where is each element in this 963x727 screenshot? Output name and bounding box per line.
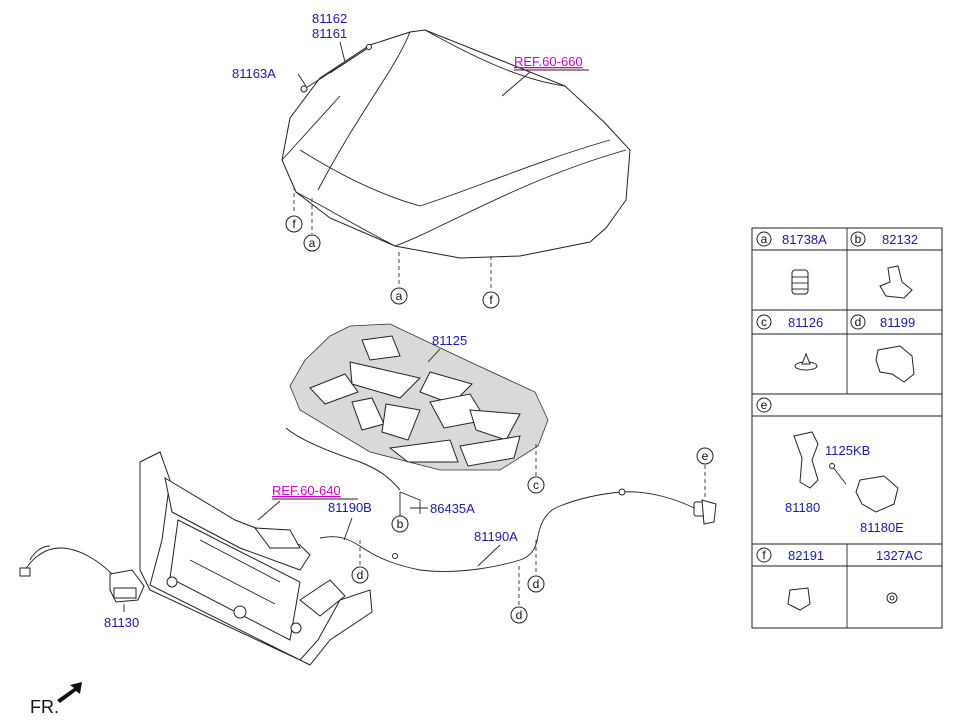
svg-text:d: d [533, 577, 540, 591]
marker-d1-circle[interactable]: d [351, 566, 369, 584]
legend-cell-1327AC[interactable]: 1327AC [876, 548, 923, 604]
marker-d3-circle[interactable]: d [510, 606, 528, 624]
svg-text:b: b [855, 232, 862, 246]
svg-text:c: c [533, 478, 539, 492]
legend-cell-d[interactable]: d 81199 [850, 314, 915, 383]
part-number-81125[interactable]: 81125 [432, 333, 467, 348]
stud-leader-line [297, 73, 307, 87]
svg-text:d: d [855, 315, 862, 329]
cable-holder-icon [875, 345, 915, 383]
legend-cell-c[interactable]: c 81126 [756, 314, 823, 371]
marker-d2-circle[interactable]: d [527, 575, 545, 593]
legend-part-81199: 81199 [880, 315, 915, 330]
cable-a-leader [477, 544, 501, 567]
marker-b-circle[interactable]: b [391, 515, 409, 533]
legend-part-1327AC: 1327AC [876, 548, 923, 563]
marker-e-circle[interactable]: e [696, 447, 714, 465]
legend-cell-a[interactable]: a 81738A [756, 231, 827, 295]
reference-carrier[interactable]: REF.60-640 [272, 483, 341, 498]
hood-lift-strut[interactable] [300, 44, 372, 93]
reference-carrier-leader [257, 500, 281, 521]
legend-part-81180E: 81180E [860, 520, 904, 535]
marker-f2-circle[interactable]: f [482, 291, 500, 309]
svg-text:f: f [489, 293, 493, 307]
fastener-legend-table [751, 227, 943, 629]
nut-icon [886, 592, 898, 604]
legend-part-81180: 81180 [785, 500, 820, 515]
seal-leader-2 [399, 491, 421, 501]
legend-cell-e[interactable]: e 1125KB 81180 81180E [756, 397, 904, 535]
handle-housing-icon [855, 475, 899, 513]
svg-text:d: d [357, 568, 364, 582]
bumper-stop-icon [787, 587, 811, 611]
marker-a-circle[interactable]: a [303, 234, 321, 252]
svg-text:f: f [292, 217, 296, 231]
svg-text:e: e [761, 398, 768, 412]
legend-part-81126: 81126 [788, 315, 823, 330]
marker-a2-circle[interactable]: a [390, 287, 408, 305]
clip-icon [879, 265, 913, 299]
part-number-81162[interactable]: 81162 [312, 11, 347, 26]
hood-seal-strip[interactable] [285, 427, 401, 491]
pin-clip-icon [794, 352, 818, 371]
svg-text:c: c [761, 315, 767, 329]
part-number-86435A[interactable]: 86435A [430, 501, 475, 516]
svg-text:a: a [761, 232, 768, 246]
strut-leader-line [339, 41, 346, 63]
part-number-81190A[interactable]: 81190A [474, 529, 518, 544]
hood-insulator-pad[interactable] [289, 323, 549, 471]
grommet-icon [791, 269, 809, 295]
hood-latch-assembly[interactable] [19, 545, 145, 603]
legend-part-82191: 82191 [788, 548, 824, 563]
hood-release-cable[interactable] [319, 488, 717, 572]
svg-text:a: a [309, 236, 316, 250]
legend-part-82132: 82132 [882, 232, 918, 247]
legend-part-81738A: 81738A [782, 232, 827, 247]
hood-panel[interactable] [281, 29, 631, 259]
svg-text:d: d [516, 608, 523, 622]
marker-f-circle[interactable]: f [285, 215, 303, 233]
front-direction-arrow-icon [57, 682, 82, 703]
part-number-81161[interactable]: 81161 [312, 26, 347, 41]
reference-hood[interactable]: REF.60-660 [514, 54, 583, 69]
marker-c-circle[interactable]: c [527, 476, 545, 494]
front-end-carrier[interactable] [139, 451, 373, 666]
legend-part-1125KB: 1125KB [825, 443, 870, 458]
cable-b-leader [343, 517, 353, 541]
pad-leader [427, 348, 441, 363]
screw-icon [829, 463, 847, 485]
svg-text:e: e [702, 449, 709, 463]
svg-text:f: f [762, 548, 766, 562]
part-number-81163A[interactable]: 81163A [232, 66, 276, 81]
svg-text:a: a [396, 289, 403, 303]
reference-hood-leader [501, 71, 531, 97]
part-number-81130[interactable]: 81130 [104, 615, 139, 630]
legend-cell-b[interactable]: b 82132 [850, 231, 918, 299]
part-number-81190B[interactable]: 81190B [328, 500, 372, 515]
front-direction-label: FR. [30, 697, 59, 717]
legend-cell-f[interactable]: f 82191 [756, 547, 824, 611]
release-handle-icon [793, 431, 819, 489]
svg-text:b: b [397, 517, 404, 531]
